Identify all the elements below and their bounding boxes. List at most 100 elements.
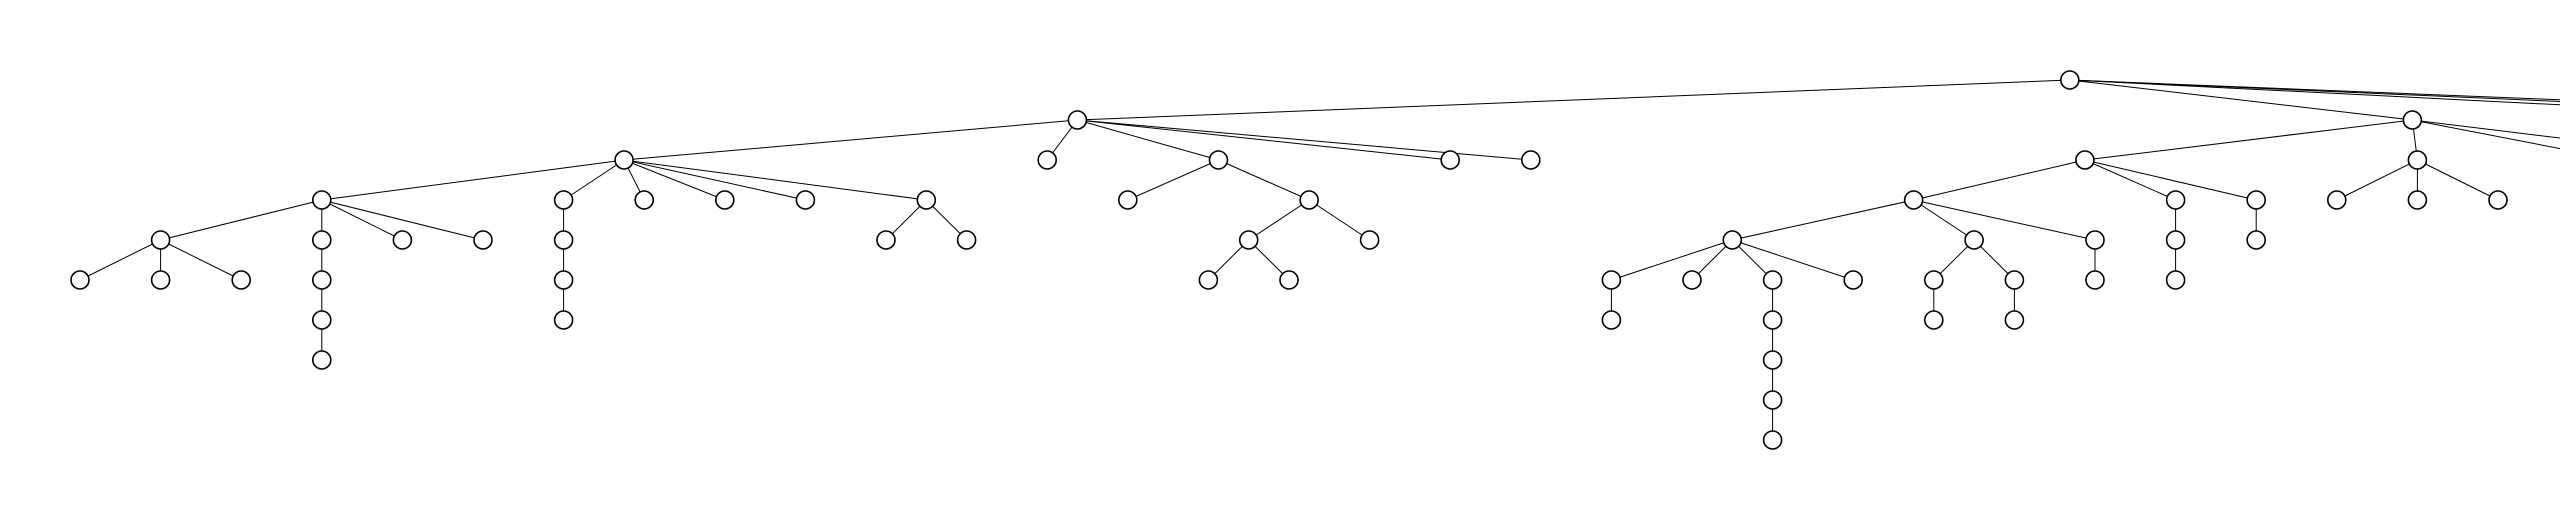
tree-edge [160,199,322,241]
tree-node [2075,150,2095,170]
tree-node [553,230,574,250]
tree-node [311,230,332,250]
tree-edge [2069,79,2560,103]
tree-node [150,270,171,290]
tree-edge [1127,159,1219,201]
tree-node [1843,270,1863,290]
tree-edge [1732,239,1854,281]
tree-node [2402,110,2423,130]
tree-edge [2412,119,2560,150]
tree-edge [563,159,625,201]
tree-node [1067,110,1088,130]
tree-node [231,270,251,290]
tree-edge [2084,159,2257,201]
tree-edge [2336,159,2418,201]
tree-edge [321,159,625,201]
tree-root-node [2060,70,2080,90]
tree-node [2488,190,2508,210]
tree-node [70,270,90,290]
tree-edge [321,199,403,241]
tree-node [1238,230,1259,250]
tree-node [311,190,332,210]
tree-node [1198,270,1219,290]
tree-edge [1913,159,2086,201]
tree-node [1924,310,1944,330]
tree-node [553,270,574,290]
tree-edge [1248,199,1310,241]
tree-edge [623,159,806,201]
tree-node [1762,430,1783,450]
tree-node [553,190,574,210]
tree-node [1601,310,1622,330]
tree-edge [1077,79,2070,121]
tree-node [1037,150,1057,170]
tree-nodes [70,70,2508,450]
tree-node [553,310,574,330]
tree-node [1279,270,1299,290]
tree-edges [79,79,2560,440]
tree-node [1762,310,1783,330]
tree-edge [2069,79,2560,106]
tree-edge [624,119,1078,161]
tree-node [1440,150,1460,170]
tree-edge [623,159,927,201]
tree-node [2165,270,2186,290]
tree-node [2165,230,2186,250]
tree-edge [2069,79,2560,101]
tree-node [2327,190,2347,210]
tree-node [634,190,655,210]
tree-node [150,230,171,250]
tree-node [2246,190,2266,210]
tree-node [2004,270,2025,290]
tree-node [1762,270,1783,290]
tree-node [1762,390,1783,410]
tree-node [392,230,413,250]
tree-edge [2412,119,2560,139]
tree-node [714,190,735,210]
tree-node [1722,230,1743,250]
tree-node [1521,150,1541,170]
tree-edge [79,239,161,281]
tree-edge [160,239,242,281]
tree-node [1208,150,1229,170]
tree-edge [623,159,725,201]
tree-node [1964,230,1984,250]
tree-node [956,230,977,250]
tree-edge [1077,119,1531,161]
tree-node [2085,270,2105,290]
tree-edge [1077,119,1219,161]
tree-node [1118,190,1138,210]
tree-edge [2084,119,2413,161]
tree-node [876,230,896,250]
tree-node [1903,190,1924,210]
tree-node [2165,190,2186,210]
tree-node [1762,350,1783,370]
tree-node [311,350,332,370]
tree-node [1299,190,1319,210]
tree-node [1601,270,1622,290]
tree-edge [1611,239,1733,281]
tree-edge [1913,199,1975,241]
tree-node [473,230,493,250]
tree-edge [1077,119,1451,161]
tree-edge [1732,199,1914,241]
tree-node [614,150,634,170]
tree-edge [1218,159,1310,201]
tree-node [2085,230,2105,250]
tree-edge [321,199,484,241]
tree-node [2246,230,2266,250]
tree-edge [2417,159,2499,201]
tree-node [1359,230,1380,250]
tree-node [2004,310,2025,330]
tree-edge [2084,159,2176,201]
tree-node [795,190,816,210]
tree-node [1682,270,1702,290]
tree-node [311,310,332,330]
tree-node [916,190,937,210]
tree-edge [1913,199,2096,241]
tree-node [2407,190,2428,210]
tree-node [311,270,332,290]
tree-edge [2069,79,2413,121]
tree-node [2407,150,2428,170]
